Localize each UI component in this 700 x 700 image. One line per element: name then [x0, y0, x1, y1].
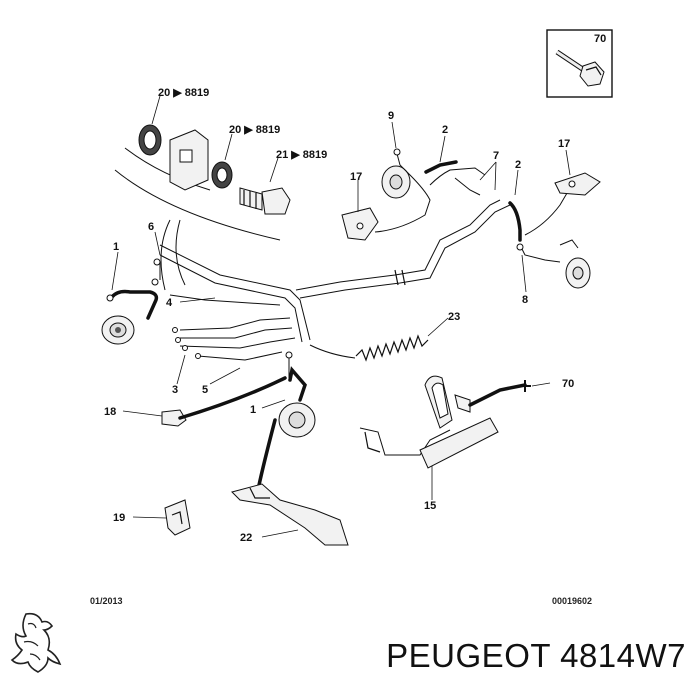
label-70: 70	[562, 378, 574, 390]
label-17-right: 17	[558, 138, 570, 150]
rear-left-hub	[374, 148, 431, 233]
left-caliper	[101, 315, 135, 345]
label-4: 4	[166, 297, 173, 309]
spring-23	[309, 334, 429, 362]
label-2-b: 2	[515, 159, 521, 171]
bracket-17-right	[554, 172, 601, 196]
label-19: 19	[113, 512, 125, 524]
handbrake-lever-15	[359, 375, 531, 469]
label-17-left: 17	[350, 171, 362, 183]
bracket-17-left	[341, 207, 379, 241]
label-9: 9	[388, 110, 394, 122]
washer-20a	[138, 124, 162, 156]
mount-bracket	[169, 129, 209, 191]
leader-lines	[111, 95, 571, 538]
label-1-right: 1	[250, 404, 256, 416]
cable-to-22	[256, 418, 277, 492]
right-rear-hose	[508, 187, 571, 263]
label-15: 15	[424, 500, 436, 512]
label-5: 5	[202, 384, 208, 396]
peugeot-lion-logo	[10, 612, 62, 673]
bracket-22	[231, 483, 349, 546]
part-70-detail-box	[546, 29, 613, 98]
label-3: 3	[172, 384, 178, 396]
label-8: 8	[522, 294, 528, 306]
bolt-icon	[555, 49, 605, 87]
label-22: 22	[240, 532, 252, 544]
rear-pipe	[295, 160, 511, 299]
axle-outline	[114, 169, 281, 241]
label-20-b: 20 ▶ 8819	[229, 124, 280, 136]
label-70-box: 70	[594, 33, 606, 45]
right-front-caliper	[278, 402, 316, 438]
brand-caption: PEUGEOT 4814W7	[386, 637, 686, 674]
label-6: 6	[148, 221, 154, 233]
clip-18	[161, 376, 287, 427]
document-code: 00019602	[552, 596, 592, 606]
label-20-a: 20 ▶ 8819	[158, 87, 209, 99]
label-21: 21 ▶ 8819	[276, 149, 327, 161]
label-1-left: 1	[113, 241, 119, 253]
bleed-screw-21	[239, 187, 291, 215]
rear-right-hub	[559, 239, 591, 289]
clip-19	[164, 499, 191, 536]
label-2-a: 2	[442, 124, 448, 136]
right-front-hose	[285, 351, 307, 402]
date-code: 01/2013	[90, 596, 123, 606]
front-pipe-bundle	[153, 244, 311, 361]
label-18: 18	[104, 406, 116, 418]
label-23: 23	[448, 311, 460, 323]
washer-20b	[211, 161, 233, 189]
label-7: 7	[493, 150, 499, 162]
left-brake-hose	[106, 278, 159, 320]
